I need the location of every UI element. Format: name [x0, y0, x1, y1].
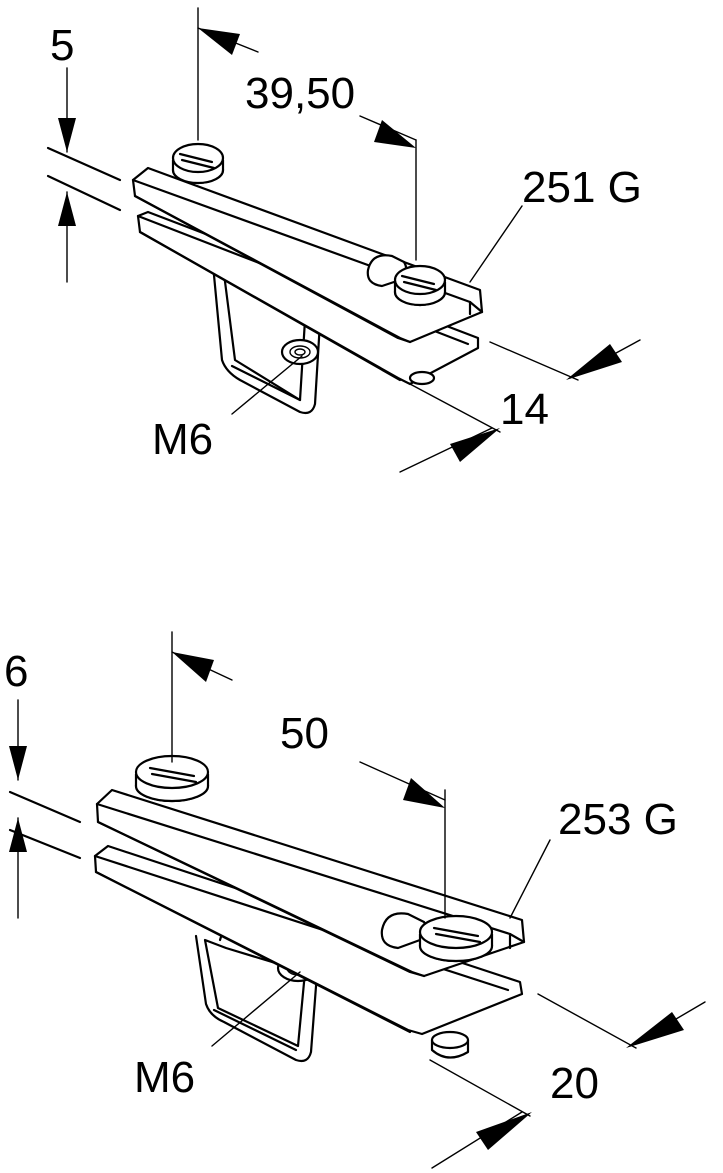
dimension-hole-spacing [171, 631, 446, 919]
dimension-width [429, 993, 706, 1169]
clamp-253g: 6 50 253 G 20 M6 [4, 631, 706, 1169]
screw-head-icon [393, 264, 447, 307]
thread-label: M6 [152, 415, 213, 464]
thread-label: M6 [134, 1053, 195, 1102]
screw-head-icon [134, 754, 210, 803]
dimension-thickness [58, 67, 76, 283]
thickness-label: 5 [50, 21, 74, 70]
dimension-thickness [9, 699, 27, 919]
width-label: 14 [500, 385, 549, 434]
screw-head-icon [171, 142, 225, 185]
dimension-hole-spacing [197, 7, 417, 261]
screw-head-icon [418, 914, 494, 963]
part-number-label: 251 G [522, 163, 642, 212]
part-number-label: 253 G [558, 795, 678, 844]
clamp-251g: 5 39,50 251 G 14 M6 [46, 7, 642, 473]
hole-spacing-label: 39,50 [245, 69, 355, 118]
dimension-width [399, 339, 641, 473]
hole-spacing-label: 50 [280, 709, 329, 758]
thickness-label: 6 [4, 647, 28, 696]
width-label: 20 [550, 1059, 599, 1108]
